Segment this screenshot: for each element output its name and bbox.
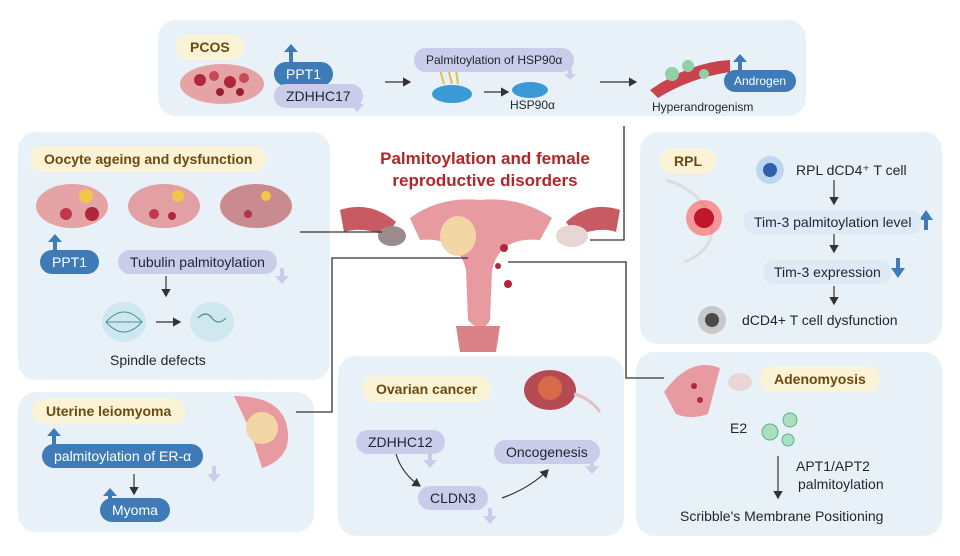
embryo-icon (665, 178, 722, 264)
ovary-icon (220, 184, 292, 228)
down-arrow-icon (275, 268, 289, 284)
ovarian-heading: Ovarian cancer (362, 376, 492, 402)
tim3-palmitoylation-label: Tim-3 palmitoylation level (744, 210, 922, 234)
oncogenesis-pill: Oncogenesis (494, 440, 600, 464)
myoma-pill: Myoma (100, 498, 170, 522)
hyperandrogenism-label: Hyperandrogenism (652, 100, 754, 114)
oocyte-ppt1-pill: PPT1 (40, 250, 100, 274)
down-arrow-icon (207, 466, 221, 482)
er-alpha-pill: palmitoylation of ER-α (42, 444, 204, 468)
rpl-cell-label: RPL dCD4⁺ T cell (796, 162, 907, 178)
spindle-defects-label: Spindle defects (110, 352, 206, 368)
rpl-heading: RPL (660, 148, 716, 174)
oocyte-heading: Oocyte ageing and dysfunction (30, 146, 267, 172)
scribble-label: Scribble's Membrane Positioning (680, 508, 884, 524)
main-title-line1: Palmitoylation and female (380, 149, 590, 168)
apt-label-line1: APT1/APT2 (796, 458, 870, 474)
zdhhc17-pill: ZDHHC17 (274, 84, 363, 108)
hsp90a-label: HSP90α (510, 98, 555, 112)
up-arrow-icon (103, 488, 117, 504)
androgen-pill: Androgen (724, 70, 797, 92)
ppt1-pill: PPT1 (274, 62, 334, 86)
t-cell-icon (698, 306, 726, 334)
up-arrow-icon (919, 210, 933, 230)
ovary-icon (128, 184, 200, 228)
cldn3-pill: CLDN3 (418, 486, 488, 510)
tumor-icon (524, 370, 602, 413)
adenomyosis-heading: Adenomyosis (760, 366, 880, 392)
down-arrow-icon (585, 458, 599, 474)
up-arrow-icon (733, 54, 747, 70)
up-arrow-icon (48, 234, 62, 250)
palmitoylation-hsp90a-pill: Palmitoylation of HSP90α (414, 48, 575, 72)
hormone-molecule-icon (761, 412, 798, 447)
t-cell-icon (756, 156, 784, 184)
ovary-icon (36, 184, 108, 228)
down-arrow-icon (483, 508, 497, 524)
leiomyoma-heading: Uterine leiomyoma (32, 398, 186, 424)
down-arrow-icon (891, 258, 905, 278)
e2-label: E2 (730, 420, 748, 436)
pcos-heading: PCOS (176, 34, 244, 60)
uterus-illustration (340, 199, 620, 352)
protein-icon (512, 82, 548, 98)
main-title-line2: reproductive disorders (392, 171, 578, 190)
uterus-illustration (664, 365, 752, 417)
main-title: Palmitoylation and female reproductive d… (340, 148, 630, 192)
tubulin-pill: Tubulin palmitoylation (118, 250, 277, 274)
spindle-icon (102, 302, 146, 342)
zdhhc12-pill: ZDHHC12 (356, 430, 445, 454)
muscle-fiber-icon (650, 60, 730, 98)
ovary-icon (180, 64, 264, 104)
up-arrow-icon (47, 428, 61, 444)
down-arrow-icon (564, 68, 576, 80)
dcd4-dysfunction-label: dCD4+ T cell dysfunction (742, 312, 898, 328)
down-arrow-icon (423, 452, 437, 468)
tumor-icon (234, 396, 289, 468)
spindle-icon (190, 302, 234, 342)
up-arrow-icon (284, 44, 298, 62)
apt-label-line2: palmitoylation (798, 476, 884, 492)
tim3-expression-label: Tim-3 expression (764, 260, 891, 284)
protein-icon (432, 67, 472, 103)
